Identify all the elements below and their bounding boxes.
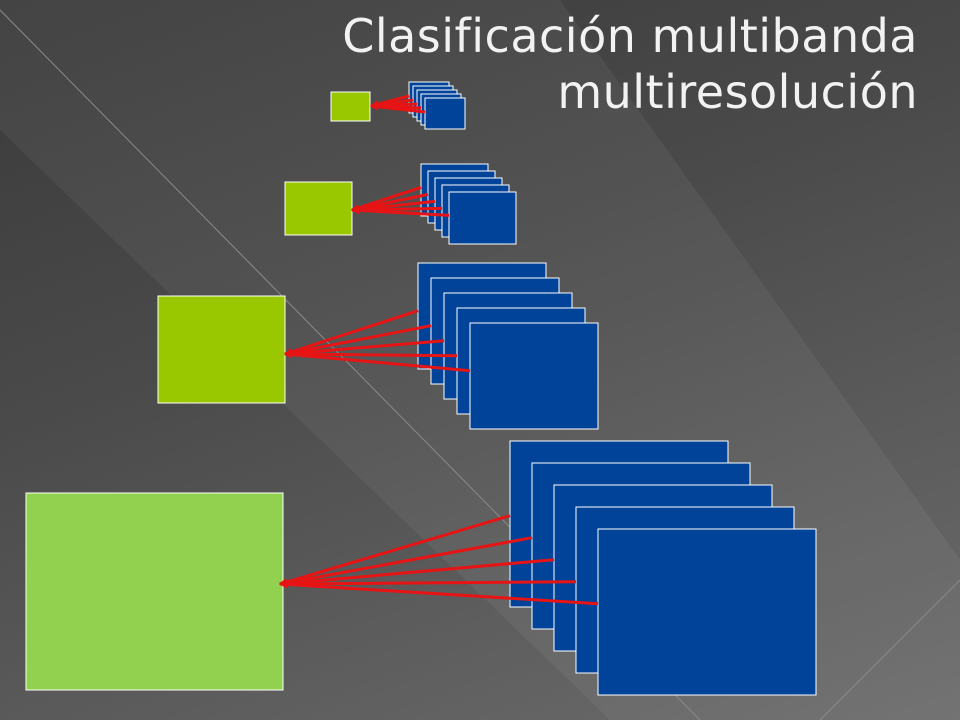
level-3-class-square [157, 295, 286, 404]
level-4-band-5 [597, 528, 817, 696]
level-4-arrow-2 [279, 536, 533, 587]
level-1-class-square [330, 91, 371, 122]
level-2-band-5 [448, 191, 517, 245]
level-3-arrow-2 [284, 324, 432, 357]
level-4-class-square [25, 492, 284, 691]
level-1-group [330, 81, 466, 130]
level-2-group [284, 163, 517, 245]
level-3-arrow-3 [284, 339, 445, 358]
level-3-arrow-5 [284, 350, 471, 373]
level-3-group [157, 262, 599, 430]
level-2-arrow-5 [351, 206, 450, 217]
level-2-class-square [284, 181, 353, 236]
level-1-arrow-5 [370, 102, 426, 114]
slide-title: Clasificación multibanda multiresolución [218, 8, 918, 120]
level-3-band-5 [469, 322, 599, 430]
level-4-arrow-1 [279, 514, 511, 586]
level-3-arrow-1 [284, 309, 419, 356]
level-1-band-5 [424, 97, 466, 130]
level-4-arrow-4 [279, 579, 577, 588]
level-4-arrow-3 [279, 558, 555, 588]
level-4-group [25, 440, 817, 696]
level-4-arrow-5 [279, 580, 599, 606]
level-3-arrow-4 [284, 350, 458, 359]
title-line-1: Clasificación multibanda [342, 9, 918, 63]
title-line-2: multiresolución [557, 65, 918, 119]
background-corner-line [819, 579, 960, 720]
